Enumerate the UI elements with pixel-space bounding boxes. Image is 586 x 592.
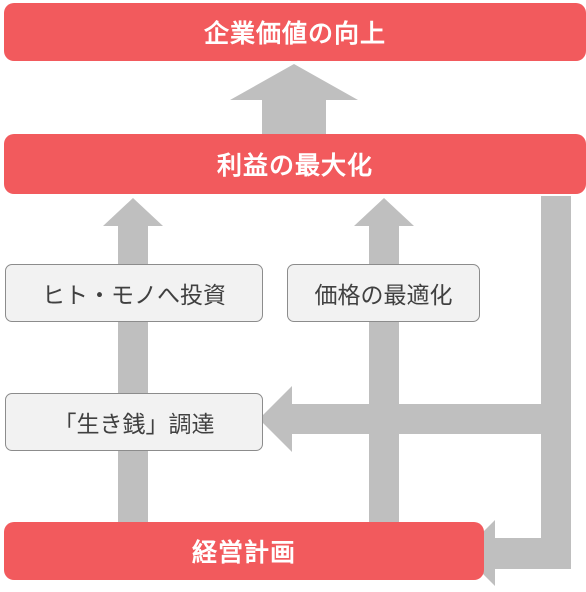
arrow-plan-to-profit-left [103,198,163,524]
arrow-profit-to-top [230,64,358,136]
node-funding: 「生き銭」調達 [5,393,263,451]
arrow-profit-loop-to-funding [259,386,541,452]
node-top-goal: 企業価値の向上 [4,3,586,61]
node-profit-maximization: 利益の最大化 [4,134,586,194]
node-invest-people-things: ヒト・モノへ投資 [5,264,263,322]
node-price-optimization: 価格の最適化 [287,264,480,322]
node-business-plan: 経営計画 [4,522,484,580]
arrow-plan-to-profit-middle [354,198,414,524]
arrow-profit-loop-to-plan [462,196,571,586]
